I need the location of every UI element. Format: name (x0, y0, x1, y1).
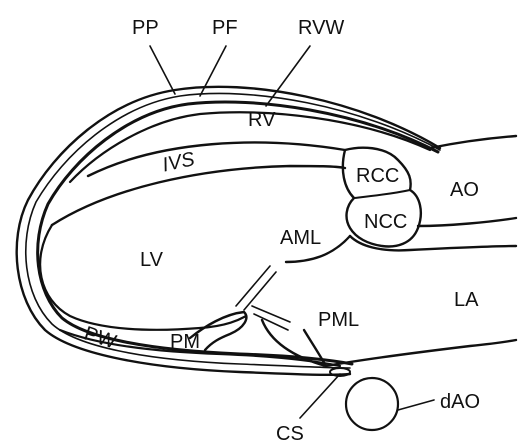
label-pm: PM (170, 331, 200, 353)
anterior-mitral-leaflet (284, 234, 352, 264)
label-pp: PP (132, 17, 159, 39)
label-la: LA (454, 289, 479, 311)
right-ventricular-wall-inner (68, 111, 432, 184)
pp-leader-line (149, 45, 176, 95)
rvw-leader-line (265, 45, 311, 107)
leader-lines (149, 45, 435, 419)
label-dao: dAO (440, 391, 480, 413)
label-pf: PF (212, 17, 238, 39)
aortic-root (341, 134, 518, 248)
label-aml: AML (280, 227, 321, 249)
label-ncc: NCC (364, 211, 407, 233)
descending-aorta (344, 376, 400, 432)
left-atrium (324, 234, 518, 368)
label-lv: LV (140, 249, 164, 271)
label-rvw: RVW (298, 17, 344, 39)
chordae-tendineae (235, 265, 291, 331)
coronary-sinus (329, 367, 351, 377)
pf-leader-line (199, 45, 227, 97)
label-cs: CS (276, 423, 304, 445)
pericardium-outer-layer (15, 85, 442, 377)
label-ao: AO (450, 179, 479, 201)
cs-leader-line (299, 373, 341, 419)
dao-leader-line (397, 399, 435, 411)
interventricular-septum (50, 141, 347, 227)
papillary-muscle (188, 310, 248, 352)
label-rcc: RCC (356, 165, 399, 187)
pericardium-fibrous-layer (25, 92, 441, 369)
label-ivs: IVS (161, 148, 198, 176)
label-pml: PML (318, 309, 359, 331)
label-rv: RV (248, 109, 276, 131)
